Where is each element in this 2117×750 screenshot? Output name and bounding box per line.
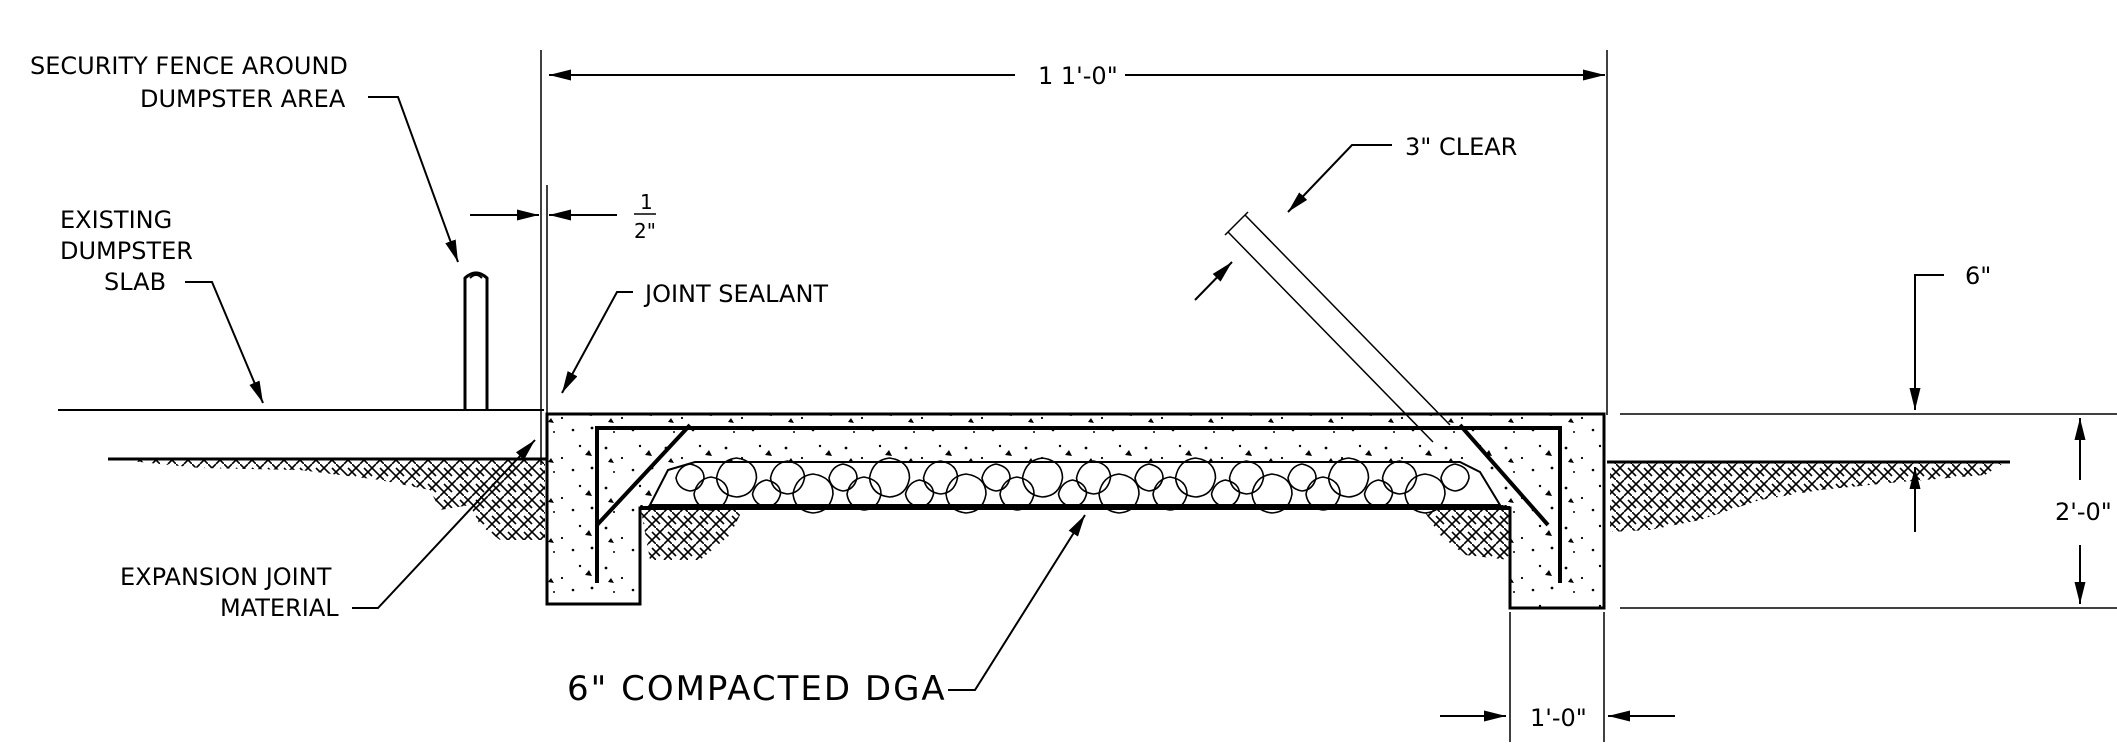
- gravel-stone: [675, 463, 705, 492]
- earth-left: [108, 457, 548, 540]
- expansion-label-line1: EXPANSION JOINT: [120, 563, 332, 591]
- gravel-stone: [945, 473, 987, 514]
- gravel-stone: [868, 457, 911, 498]
- clear-label: 3" CLEAR: [1405, 133, 1517, 161]
- slab-label-line2: DUMPSTER: [60, 237, 193, 265]
- half-inch-dimension: 1 2": [470, 190, 656, 243]
- fence-leader: [368, 96, 459, 263]
- fence-label-line2: DUMPSTER AREA: [140, 85, 346, 113]
- reinforcement-bars: [595, 423, 1562, 583]
- gravel-stone: [1075, 460, 1112, 495]
- earth-right: [1607, 460, 2010, 532]
- gravel-stone: [1287, 463, 1317, 492]
- gravel-stone: [1404, 473, 1446, 514]
- gravel-stone: [1134, 463, 1164, 492]
- footing-width-dimension: 1'-0": [1440, 612, 1675, 742]
- slab-label-line1: EXISTING: [60, 206, 172, 234]
- half-inch-denominator: 2": [634, 219, 656, 243]
- expansion-leader: [352, 439, 536, 609]
- gravel-stone: [715, 457, 758, 498]
- overall-width-dimension: 1 1'-0": [549, 50, 1608, 415]
- gravel-stone: [792, 473, 834, 514]
- expansion-label-line2: MATERIAL: [220, 594, 339, 622]
- gravel-stone: [1228, 460, 1265, 495]
- gravel-stone: [1174, 457, 1217, 498]
- fence-label-line1: SECURITY FENCE AROUND: [30, 52, 348, 80]
- gravel-stone: [1327, 457, 1370, 498]
- gravel-stone: [1210, 479, 1241, 508]
- earth-under-left-shoulder: [640, 505, 745, 560]
- gravel-stone: [769, 460, 806, 495]
- gravel-stone: [1381, 460, 1418, 495]
- gravel-stone: [981, 463, 1011, 492]
- depth-label: 2'-0": [2055, 498, 2112, 526]
- compacted-dga-gravel: [648, 457, 1502, 514]
- gravel-stone: [1251, 473, 1293, 514]
- clear-cover-dimension: 3" CLEAR: [1194, 133, 1517, 443]
- gravel-stone: [1440, 463, 1470, 492]
- slab-label-line3: SLAB: [104, 268, 166, 296]
- earth-under-right-shoulder: [1420, 505, 1510, 560]
- gravel-stone: [1098, 473, 1140, 514]
- depth-dimension: 2'-0": [1620, 418, 2117, 609]
- gravel-stone: [904, 479, 935, 508]
- joint-sealant-leader: [561, 291, 633, 394]
- compacted-dga-label: 6" COMPACTED DGA: [567, 669, 947, 709]
- footing-width-label: 1'-0": [1530, 704, 1587, 732]
- slab-leader: [185, 281, 264, 404]
- gravel-stone: [828, 463, 858, 492]
- gravel-stone: [1021, 457, 1064, 498]
- fence-post: [463, 271, 489, 410]
- joint-sealant-label: JOINT SEALANT: [643, 280, 828, 308]
- gravel-stone: [1363, 479, 1394, 508]
- gravel-stone: [922, 460, 959, 495]
- gravel-stone: [1057, 479, 1088, 508]
- overall-width-label: 1 1'-0": [1038, 62, 1118, 90]
- thickness-dimension: 6": [1620, 262, 2117, 532]
- thickness-label: 6": [1965, 262, 1991, 290]
- compacted-dga-leader: [948, 514, 1086, 691]
- half-inch-numerator: 1: [640, 190, 653, 214]
- gravel-stone: [751, 479, 782, 508]
